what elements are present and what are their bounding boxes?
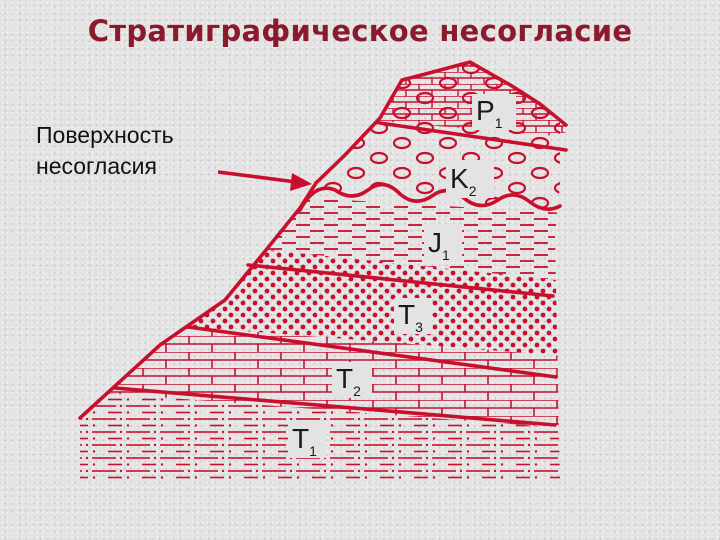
callout-arrow bbox=[218, 172, 312, 191]
layer-p1-fill bbox=[0, 0, 720, 150]
